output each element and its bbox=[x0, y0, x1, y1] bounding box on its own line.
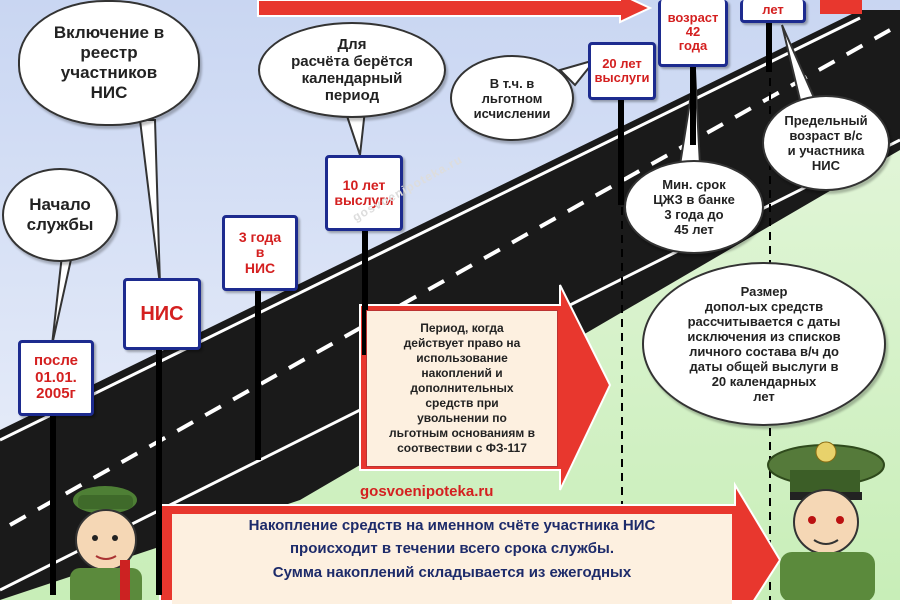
bubble-min-term: Мин. срок ЦЖЗ в банке 3 года до 45 лет bbox=[624, 160, 764, 254]
bubble-preferential: В т.ч. в льготном исчислении bbox=[450, 55, 574, 141]
sign-twenty-years: 20 лет выслуги bbox=[588, 42, 656, 100]
sign-years-top: лет bbox=[740, 0, 806, 23]
sign-nis: НИС bbox=[123, 278, 201, 350]
pole-after-2005 bbox=[50, 410, 56, 595]
red-watermark: gosvoenipoteka.ru bbox=[360, 483, 494, 500]
pole-three-years bbox=[255, 285, 261, 460]
top-arrow bbox=[257, 0, 653, 24]
sign-after-2005: после 01.01. 2005г bbox=[18, 340, 94, 416]
pole-age-42 bbox=[690, 65, 696, 145]
bubble-extra-funds: Размер допол-ых средств рассчитывается с… bbox=[642, 262, 886, 426]
sign-ten-years: 10 лет выслуги bbox=[325, 155, 403, 231]
bottom-info-box: Накопление средств на именном счёте учас… bbox=[172, 514, 732, 604]
sign-three-years: 3 года в НИС bbox=[222, 215, 298, 291]
bubble-registry: Включение в реестр участников НИС bbox=[18, 0, 200, 126]
bubble-calc-period: Для расчёта берётся календарный период bbox=[258, 22, 446, 118]
officer-right-icon bbox=[767, 441, 885, 600]
bubble-max-age: Предельный возраст в/с и участника НИС bbox=[762, 95, 890, 191]
bubble-start-service: Начало службы bbox=[2, 168, 118, 262]
pole-ten-years bbox=[362, 225, 368, 355]
pole-twenty-years bbox=[618, 95, 624, 205]
period-box: Период, когда действует право на использ… bbox=[366, 310, 558, 467]
pole-nis bbox=[156, 345, 162, 595]
sign-age-42: возраст 42 года bbox=[658, 0, 728, 67]
soldier-left-icon bbox=[70, 486, 142, 600]
pole-years-top bbox=[766, 22, 772, 72]
